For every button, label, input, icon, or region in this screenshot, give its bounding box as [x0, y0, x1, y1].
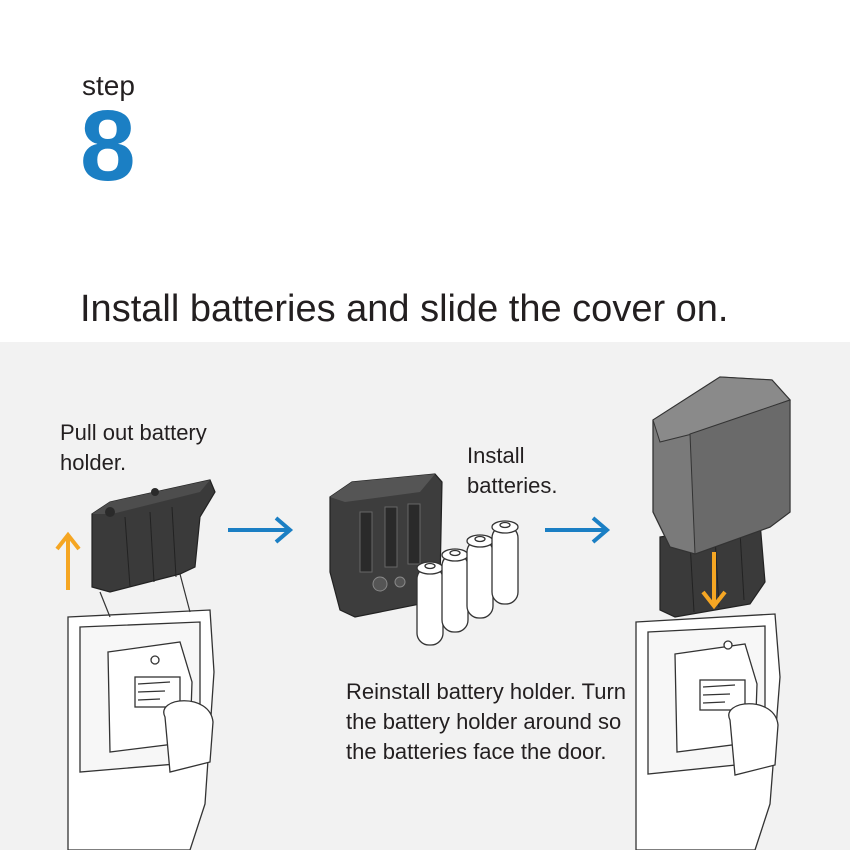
step-number: 8 [80, 90, 136, 202]
battery-icon [491, 520, 519, 605]
up-arrow-icon [55, 531, 81, 590]
right-arrow-icon [545, 516, 611, 544]
caption-reinstall: Reinstall battery holder. Turn the batte… [346, 679, 627, 764]
caption-install: Install batteries. [467, 443, 558, 498]
illustration [55, 376, 791, 850]
page-heading: Install batteries and slide the cover on… [80, 288, 729, 330]
right-arrow-icon [228, 516, 294, 544]
down-arrow-icon [701, 552, 727, 610]
step-label: step [82, 70, 135, 101]
battery-icon [416, 561, 444, 646]
cover-icon [652, 376, 791, 555]
battery-holder-open-icon [329, 473, 443, 618]
caption-pull-out: Pull out battery holder. [60, 420, 207, 475]
batteries-icon [416, 520, 519, 646]
battery-icon [466, 534, 494, 619]
battery-holder-left-icon [91, 479, 216, 618]
lock-body-left-icon [67, 609, 215, 850]
battery-icon [441, 548, 469, 633]
illustration-panel: Pull out battery holder. Install batteri… [0, 342, 850, 850]
lock-body-right-icon [635, 613, 781, 850]
